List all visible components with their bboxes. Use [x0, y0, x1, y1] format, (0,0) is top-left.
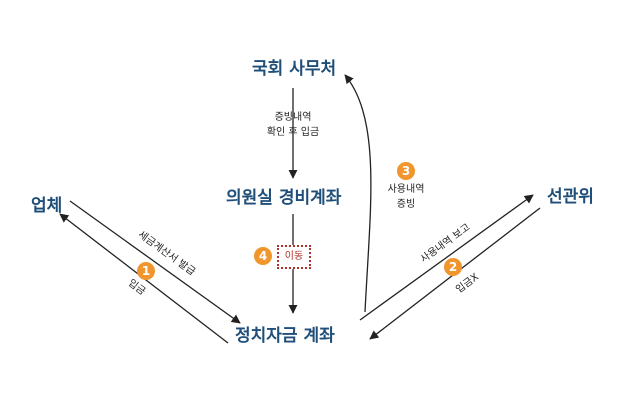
label-usage-proof: 사용내역 증빙 — [378, 183, 434, 212]
label-usage-proof-line2: 증빙 — [396, 198, 416, 210]
node-political-fund-account: 정치자금 계좌 — [235, 326, 335, 346]
node-office-account: 의원실 경비계좌 — [226, 188, 342, 208]
node-election-commission: 선관위 — [547, 187, 594, 207]
step-1-badge: 1 — [137, 262, 155, 280]
move-box: 이동 — [277, 245, 311, 269]
step-2-badge: 2 — [444, 258, 462, 276]
label-usage-proof-line1: 사용내역 — [387, 184, 425, 195]
arrow-political-to-assembly — [344, 74, 372, 313]
arrow-company-to-political — [69, 200, 241, 324]
step-3-badge: 3 — [397, 162, 415, 180]
label-proof-check: 증빙내역 확인 후 입금 — [252, 111, 334, 140]
arrow-political-to-election — [359, 194, 534, 321]
node-company: 업체 — [31, 196, 63, 216]
label-proof-check-line1: 증빙내역 — [274, 112, 312, 123]
label-proof-check-line2: 확인 후 입금 — [266, 126, 320, 138]
step-4-badge: 4 — [254, 247, 272, 265]
node-assembly-secretariat: 국회 사무처 — [252, 59, 337, 79]
